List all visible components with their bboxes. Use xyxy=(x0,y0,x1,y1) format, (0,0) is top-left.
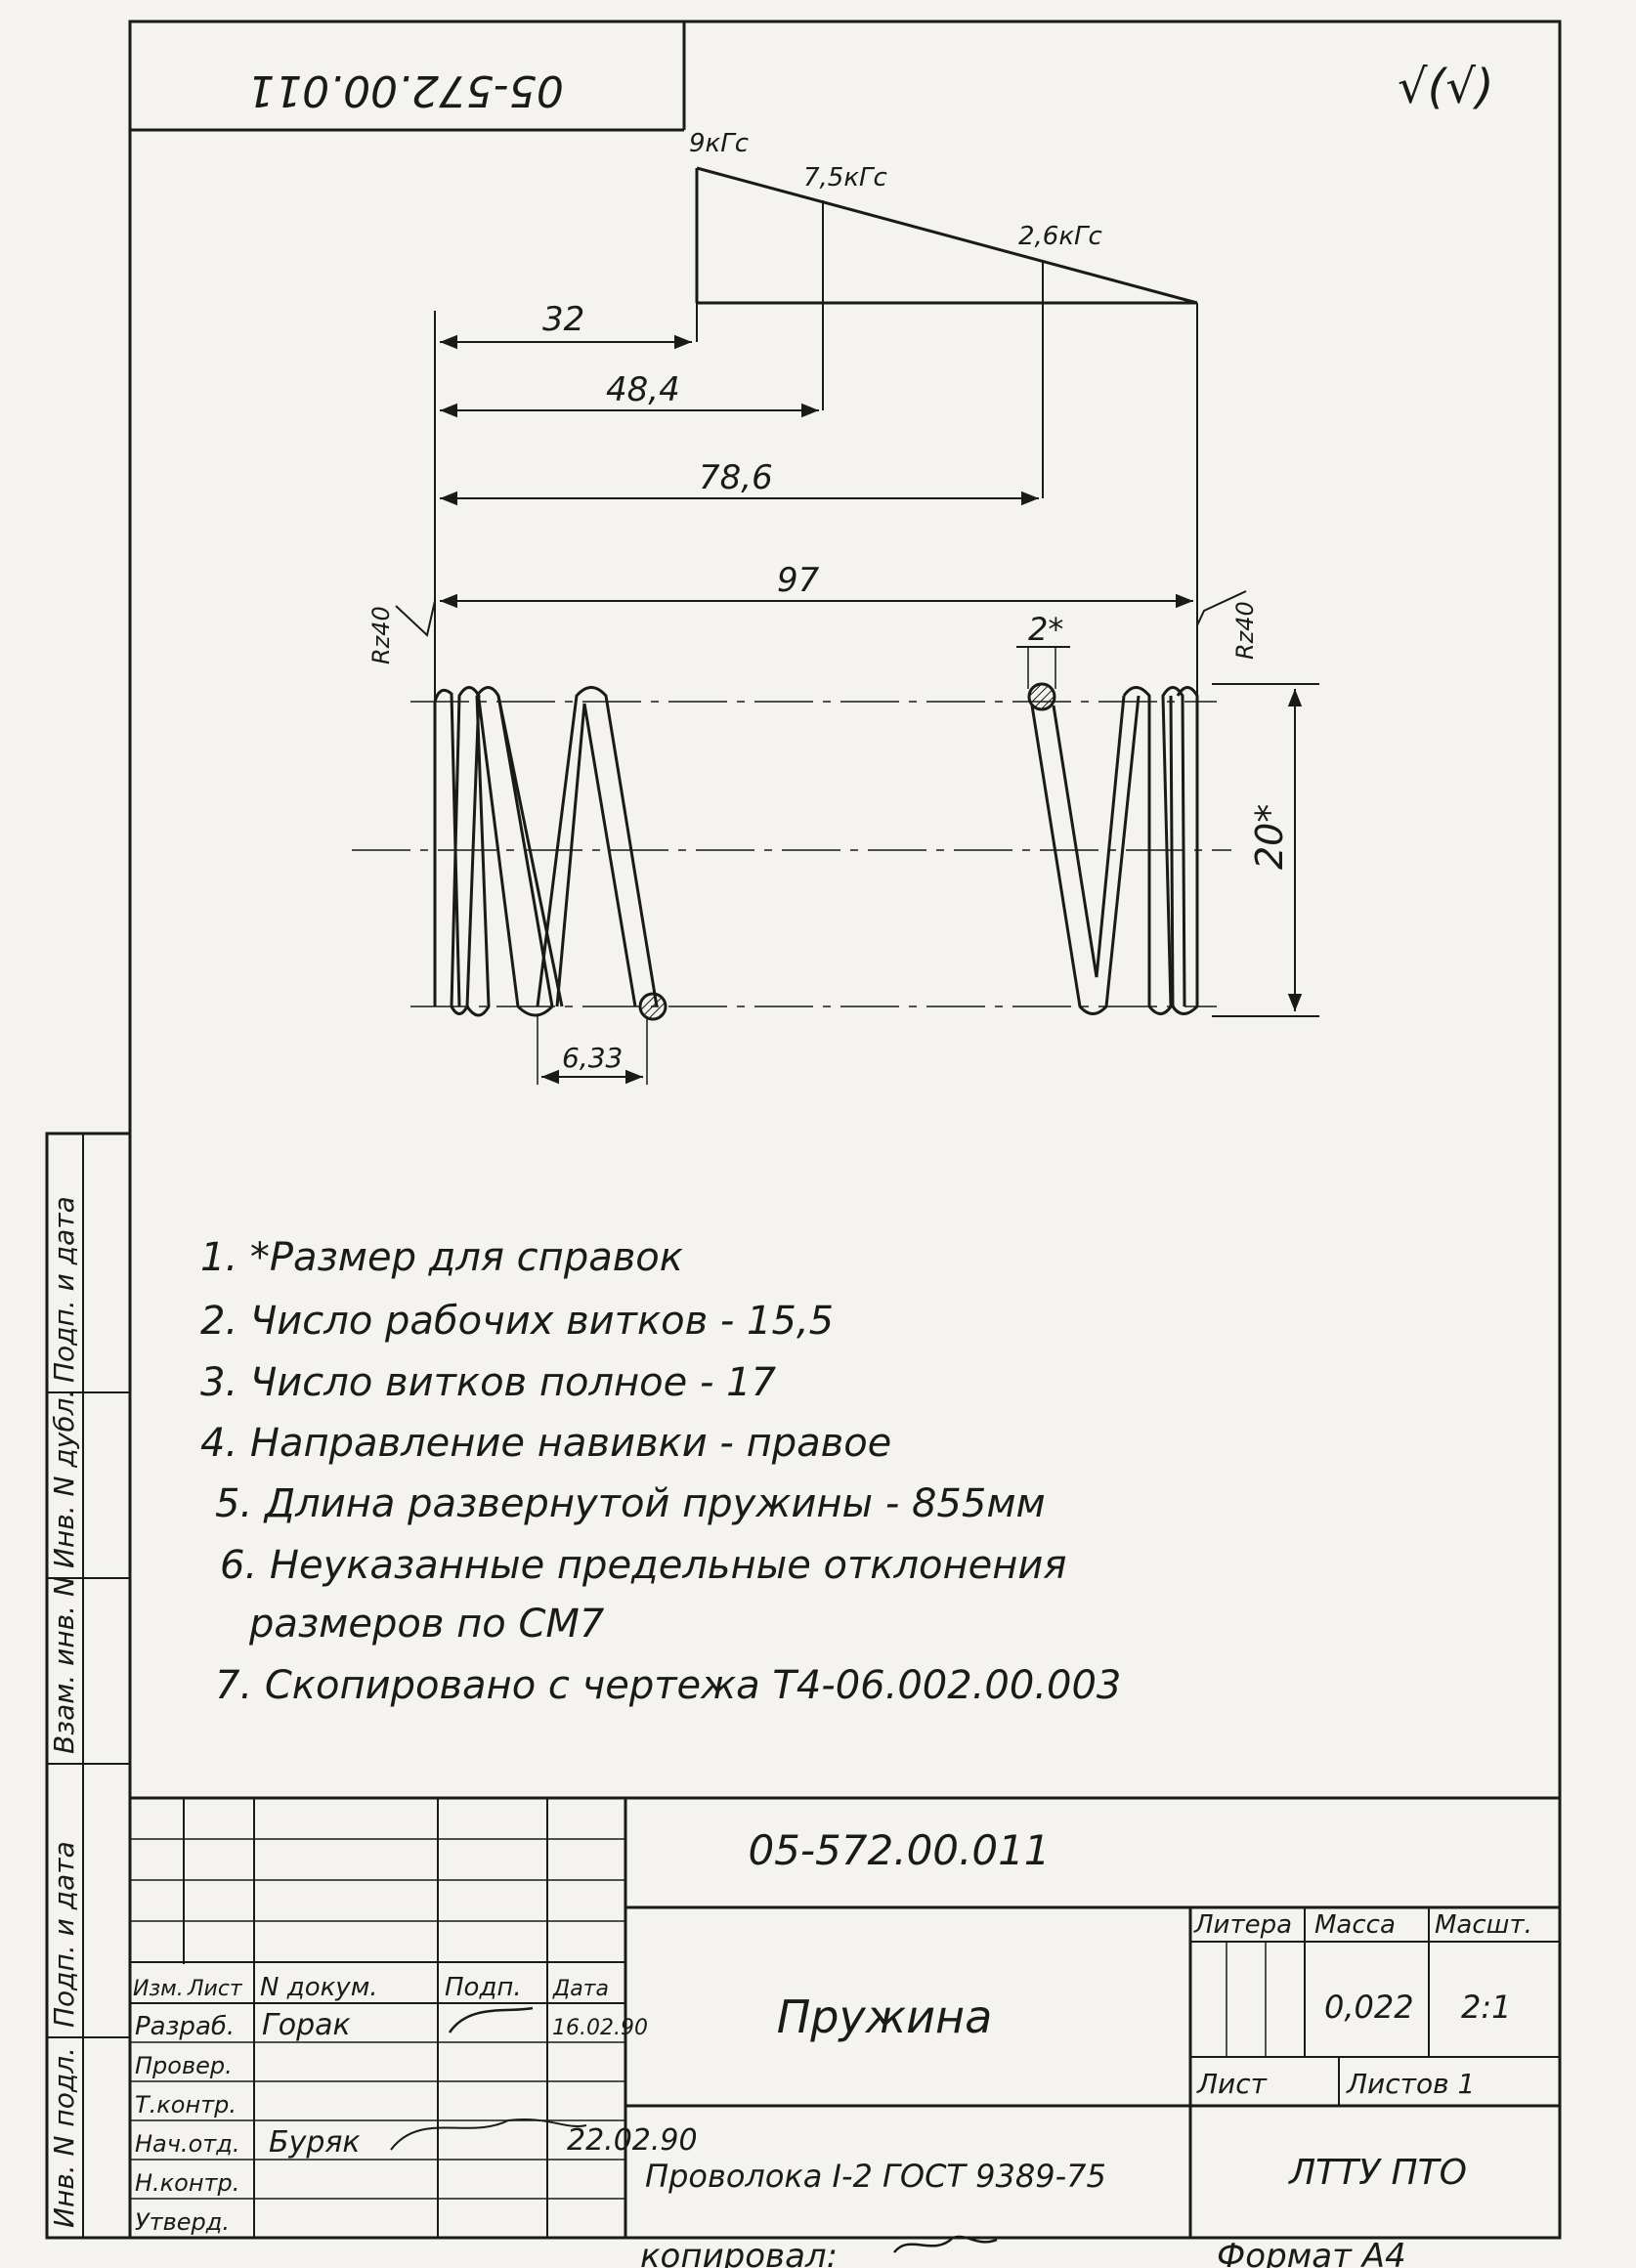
sheets-label: Листов 1 xyxy=(1346,2068,1475,2100)
note-item: 3. Число витков полное - 17 xyxy=(200,1360,777,1405)
copier-signature xyxy=(893,2235,998,2253)
roughness-left: Rz40 xyxy=(367,606,395,664)
spring-drawing xyxy=(352,682,1231,1021)
signature xyxy=(390,2118,587,2151)
person-name: Горак xyxy=(262,2008,351,2042)
scale-label: Масшт. xyxy=(1435,1910,1532,1940)
technical-notes: 1. *Размер для справок 2. Число рабочих … xyxy=(200,1235,1121,1708)
role-label: Н.контр. xyxy=(135,2169,239,2197)
roughness-mark: √(√) xyxy=(1398,60,1494,114)
col-doc: N докум. xyxy=(260,1973,378,2002)
mass-value: 0,022 xyxy=(1324,1989,1414,2026)
col-date: Дата xyxy=(552,1977,609,2001)
side-label: Подп. и дата xyxy=(48,1841,80,2028)
force-label: 7,5кГс xyxy=(803,163,887,193)
role-label: Т.контр. xyxy=(135,2091,237,2118)
side-label: Инв. N дубл. xyxy=(48,1390,80,1568)
note-item: 2. Число рабочих витков - 15,5 xyxy=(200,1299,834,1344)
side-strip: Подп. и дата Инв. N дубл. Взам. инв. N П… xyxy=(45,1132,132,2240)
role-label: Нач.отд. xyxy=(135,2130,239,2158)
note-item: 1. *Размер для справок xyxy=(200,1235,683,1280)
signature xyxy=(448,2006,534,2033)
sign-date: 22.02.90 xyxy=(567,2123,698,2158)
note-item: 7. Скопировано с чертежа Т4-06.002.00.00… xyxy=(215,1663,1121,1708)
dimension-32: 32 xyxy=(542,300,584,339)
mirrored-code: 05-572.00.011 xyxy=(247,65,564,115)
col-izm: Изм. xyxy=(133,1977,184,2001)
side-label: Инв. N подл. xyxy=(48,2047,80,2228)
load-diagram: 9кГс 7,5кГс 2,6кГс xyxy=(689,129,1198,498)
litera-label: Литера xyxy=(1193,1910,1292,1940)
roughness-right: Rz40 xyxy=(1231,601,1259,660)
dimension-pitch: 6,33 xyxy=(562,1042,623,1074)
format-label: Формат А4 xyxy=(1217,2237,1406,2268)
copied-by-label: копировал: xyxy=(640,2237,838,2268)
person-name: Буряк xyxy=(269,2125,361,2160)
col-list: Лист xyxy=(187,1977,243,2001)
note-item: размеров по СМ7 xyxy=(248,1602,605,1647)
role-label: Утверд. xyxy=(135,2208,230,2236)
note-item: 4. Направление навивки - правое xyxy=(200,1421,891,1466)
side-label: Взам. инв. N xyxy=(48,1576,80,1754)
force-label: 9кГс xyxy=(689,129,749,158)
title-block: Изм. Лист N докум. Подп. Дата Разраб. Го… xyxy=(128,1796,1562,2240)
role-label: Провер. xyxy=(135,2052,233,2079)
mass-label: Масса xyxy=(1314,1910,1396,1940)
sign-date: 16.02.90 xyxy=(552,2016,648,2040)
sheet-label: Лист xyxy=(1196,2068,1268,2100)
drawing-frame xyxy=(128,20,1562,2240)
note-item: 5. Длина развернутой пружины - 855мм xyxy=(215,1481,1046,1526)
material: Проволока I-2 ГОСТ 9389-75 xyxy=(645,2158,1106,2195)
dimension-78-6: 78,6 xyxy=(699,458,773,497)
mirrored-code-box: 05-572.00.011 xyxy=(247,65,564,115)
dimensions: 32 48,4 78,6 97 Rz40 Rz40 2* 20* 6,33 xyxy=(367,300,1319,1085)
footer: копировал: Формат А4 xyxy=(640,2235,1406,2268)
part-name: Пружина xyxy=(777,1990,993,2043)
dimension-97: 97 xyxy=(777,561,820,600)
dimension-diameter: 20* xyxy=(1248,804,1291,870)
dimension-48-4: 48,4 xyxy=(606,370,680,409)
force-label: 2,6кГс xyxy=(1018,222,1102,251)
organization: ЛТТУ ПТО xyxy=(1287,2153,1467,2193)
scale-value: 2:1 xyxy=(1461,1989,1512,2026)
note-item: 6. Неуказанные предельные отклонения xyxy=(220,1543,1066,1588)
col-sign: Подп. xyxy=(445,1973,522,2002)
side-label: Подп. и дата xyxy=(48,1196,80,1383)
dimension-wire: 2* xyxy=(1028,611,1063,648)
designation: 05-572.00.011 xyxy=(748,1826,1050,1874)
role-label: Разраб. xyxy=(135,2012,235,2041)
